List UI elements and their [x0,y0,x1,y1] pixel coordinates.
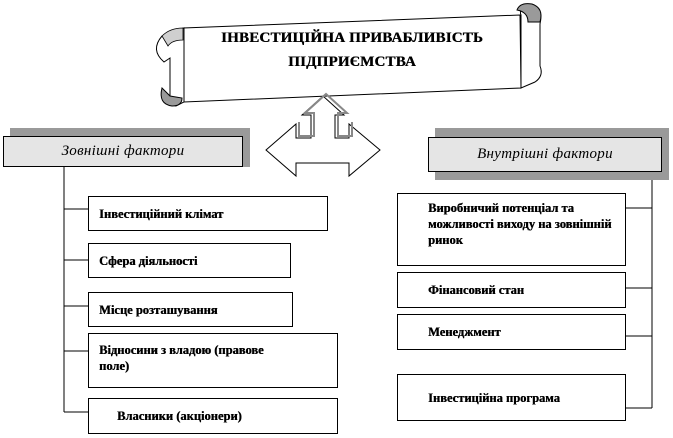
internal-factor-1: Виробничий потенціал та можливості виход… [397,193,626,266]
internal-factor-2: Фінансовий стан [397,272,626,308]
external-factor-1: Інвестиційний клімат [88,196,328,231]
internal-factors-header: Внутрішні фактори [428,137,662,172]
title-line-1: ІНВЕСТИЦІЙНА ПРИВАБЛИВІСТЬ [220,30,484,46]
external-factor-5: Власники (акціонери) [88,398,338,434]
diagram-title: ІНВЕСТИЦІЙНА ПРИВАБЛИВІСТЬ ПІДПРИЄМСТВА [182,26,522,74]
internal-factor-4: Інвестиційна програма [397,374,626,421]
internal-factor-3: Менеджмент [397,314,626,350]
external-factor-2: Сфера діяльності [88,243,291,278]
external-factor-3: Місце розташування [88,292,293,327]
title-line-2: ПІДПРИЄМСТВА [288,54,416,70]
external-factors-header: Зовнішні фактори [3,136,243,167]
external-factor-4: Відносини з владою (правове поле) [88,333,338,388]
